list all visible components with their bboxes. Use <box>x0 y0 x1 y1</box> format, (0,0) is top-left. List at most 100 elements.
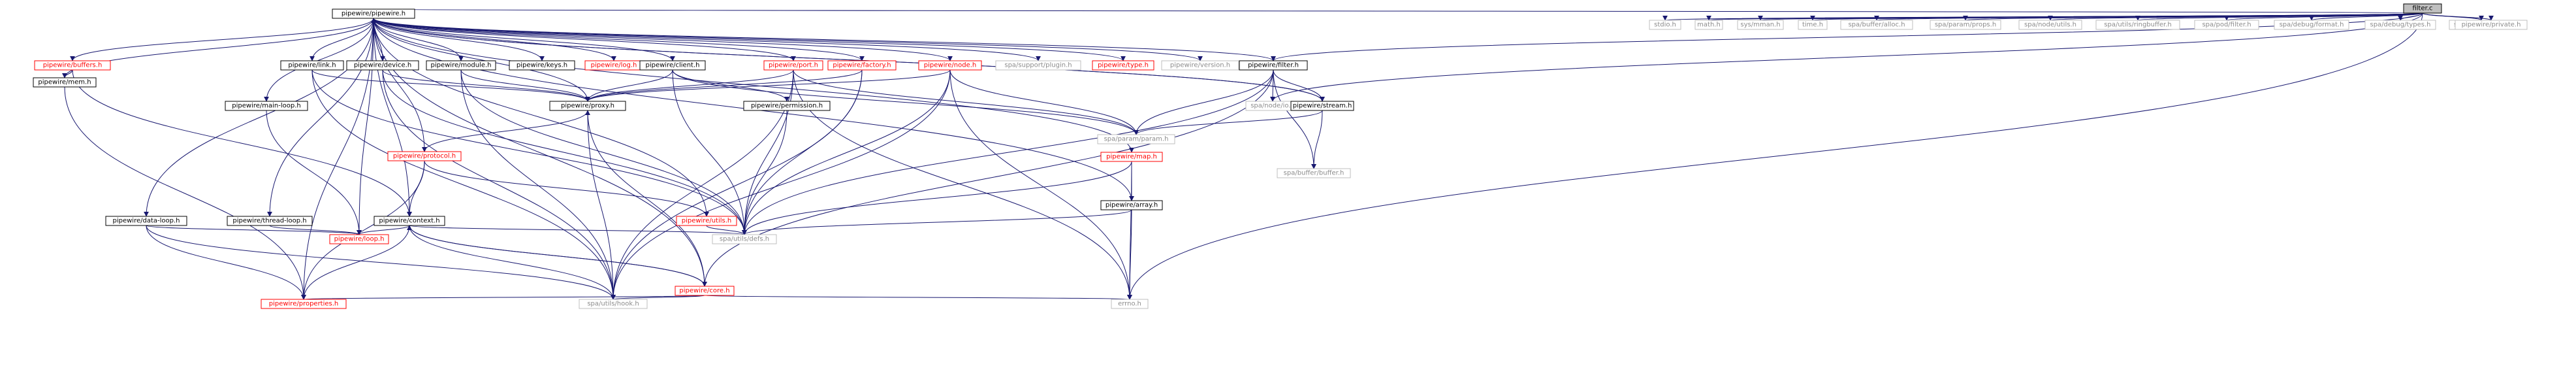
node-core[interactable]: pipewire/core.h <box>675 286 735 296</box>
edge-client-defs <box>672 69 747 235</box>
edge-filter_c-podfilter <box>2224 12 2423 21</box>
node-errno[interactable]: errno.h <box>1111 299 1149 309</box>
node-box <box>1097 134 1175 144</box>
node-label: pipewire/stream.h <box>1293 103 1352 110</box>
node-module[interactable]: pipewire/module.h <box>426 60 496 71</box>
edge-port-hook <box>611 69 794 300</box>
edge-pwnode-hook <box>611 69 951 300</box>
node-box <box>1277 168 1351 178</box>
node-factory[interactable]: pipewire/factory.h <box>827 60 897 71</box>
edge-filter_h-param <box>1134 69 1274 135</box>
node-box <box>1100 200 1163 210</box>
edge-core-hook <box>611 294 705 300</box>
node-box <box>827 60 897 71</box>
node-box <box>763 60 823 71</box>
edge-pwnode-param <box>949 69 1139 135</box>
edge-pipewire-plugin <box>373 18 1041 61</box>
edge-port-errno <box>793 69 1132 300</box>
node-nodeutils[interactable]: spa/node/utils.h <box>2018 20 2082 30</box>
node-label: spa/utils/hook.h <box>587 301 639 308</box>
edge-filter_c-private <box>2422 12 2494 21</box>
node-mem[interactable]: pipewire/mem.h <box>33 77 97 88</box>
edge-pipewire-threadloop <box>267 18 374 217</box>
edge-module-hook <box>460 69 616 300</box>
node-box <box>1694 20 1723 30</box>
node-client[interactable]: pipewire/client.h <box>639 60 706 71</box>
node-array[interactable]: pipewire/array.h <box>1100 200 1163 210</box>
node-ringbuffer[interactable]: spa/utils/ringbuffer.h <box>2095 20 2180 30</box>
node-filter_h[interactable]: pipewire/filter.h <box>1239 60 1308 71</box>
node-label: pipewire/data-loop.h <box>112 218 180 225</box>
node-alloc[interactable]: spa/buffer/alloc.h <box>1840 20 1913 30</box>
node-stdio[interactable]: stdio.h <box>1649 20 1681 30</box>
edge-pipewire-factory <box>373 18 865 61</box>
edge-pwnode-proxy <box>585 69 951 102</box>
node-utils[interactable]: pipewire/utils.h <box>676 216 737 226</box>
node-label: pipewire/factory.h <box>833 62 891 69</box>
node-permission[interactable]: pipewire/permission.h <box>743 101 831 111</box>
node-label: pipewire/properties.h <box>269 301 339 308</box>
node-version[interactable]: pipewire/version.h <box>1161 60 1239 71</box>
node-bufferh[interactable]: spa/buffer/buffer.h <box>1277 168 1351 178</box>
node-loop[interactable]: pipewire/loop.h <box>329 234 389 244</box>
node-link[interactable]: pipewire/link.h <box>280 60 344 71</box>
node-math[interactable]: math.h <box>1694 20 1723 30</box>
node-defs[interactable]: spa/utils/defs.h <box>712 234 777 244</box>
node-label: spa/debug/format.h <box>2280 22 2344 29</box>
edge-core-errno <box>704 294 1132 300</box>
edge-threadloop-loop <box>269 225 362 235</box>
node-props[interactable]: spa/param/props.h <box>1930 20 2001 30</box>
node-box <box>2194 20 2259 30</box>
node-proxy[interactable]: pipewire/proxy.h <box>549 101 626 111</box>
edge-pipewire-loop <box>357 18 374 235</box>
node-box <box>280 60 344 71</box>
node-pipewire[interactable]: pipewire/pipewire.h <box>332 8 415 19</box>
node-filter_c[interactable]: filter.c <box>2403 3 2442 14</box>
edge-filter_c-pipewire <box>373 8 2423 14</box>
node-time[interactable]: time.h <box>1798 20 1828 30</box>
node-param[interactable]: spa/param/param.h <box>1097 134 1175 144</box>
node-label: pipewire/main-loop.h <box>232 103 300 110</box>
node-label: errno.h <box>1118 301 1141 308</box>
node-podfilter[interactable]: spa/pod/filter.h <box>2194 20 2259 30</box>
node-dbgformat[interactable]: spa/debug/format.h <box>2274 20 2349 30</box>
node-box <box>712 234 777 244</box>
node-type[interactable]: pipewire/type.h <box>1092 60 1154 71</box>
node-box <box>332 8 415 19</box>
node-stream[interactable]: pipewire/stream.h <box>1290 101 1354 111</box>
node-map[interactable]: pipewire/map.h <box>1100 152 1163 162</box>
node-box <box>1161 60 1239 71</box>
node-pwnode[interactable]: pipewire/node.h <box>918 60 982 71</box>
edge-buffers-mem <box>62 69 73 78</box>
node-box <box>329 234 389 244</box>
node-protocol[interactable]: pipewire/protocol.h <box>387 151 462 161</box>
node-plugin[interactable]: spa/support/plugin.h <box>995 60 1081 71</box>
node-layer: filter.c stdio.h math.h sys/mman.h time.h spa… <box>33 3 2528 309</box>
node-label: spa/param/props.h <box>1935 22 1996 29</box>
edge-buffers-context <box>72 69 412 217</box>
node-log[interactable]: pipewire/log.h <box>584 60 643 71</box>
node-dbgtypes[interactable]: spa/debug/types.h <box>2364 20 2436 30</box>
node-label: pipewire/loop.h <box>334 236 385 243</box>
node-private[interactable]: pipewire/private.h <box>2455 20 2528 30</box>
node-dataloop[interactable]: pipewire/data-loop.h <box>105 216 187 226</box>
node-device[interactable]: pipewire/device.h <box>346 60 419 71</box>
node-label: pipewire/proxy.h <box>561 103 614 110</box>
node-buffers[interactable]: pipewire/buffers.h <box>34 60 111 71</box>
edge-pipewire-module <box>373 18 464 61</box>
node-mman[interactable]: sys/mman.h <box>1737 20 1784 30</box>
edge-client-param <box>672 69 1139 135</box>
node-mainloop[interactable]: pipewire/main-loop.h <box>225 101 308 111</box>
node-hook[interactable]: spa/utils/hook.h <box>579 299 648 309</box>
node-threadloop[interactable]: pipewire/thread-loop.h <box>227 216 313 226</box>
edge-filter_c-errno <box>1127 12 2423 300</box>
node-box <box>105 216 187 226</box>
node-properties[interactable]: pipewire/properties.h <box>261 299 347 309</box>
edge-link-proxy <box>311 69 590 102</box>
node-port[interactable]: pipewire/port.h <box>763 60 823 71</box>
node-label: pipewire/private.h <box>2462 22 2521 29</box>
edge-dataloop-properties <box>146 225 306 300</box>
node-keys[interactable]: pipewire/keys.h <box>509 60 575 71</box>
node-box <box>387 151 462 161</box>
node-context[interactable]: pipewire/context.h <box>374 216 445 226</box>
